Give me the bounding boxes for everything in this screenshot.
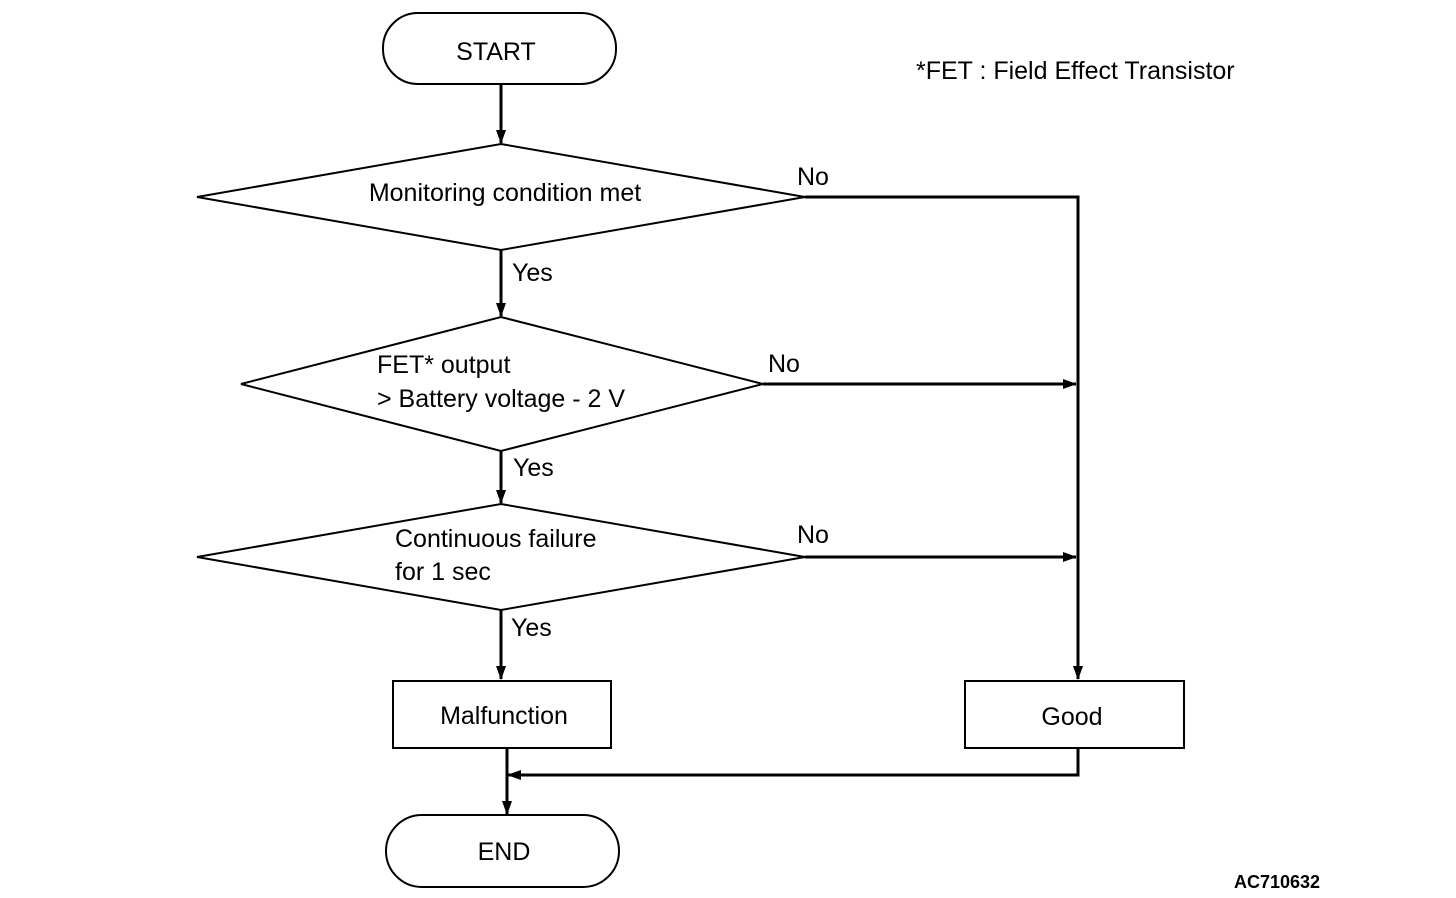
start-terminal: START	[382, 12, 617, 85]
label-continuous-no: No	[797, 521, 829, 549]
label-continuous-yes: Yes	[511, 614, 552, 642]
good-box: Good	[964, 680, 1185, 749]
malfunction-label: Malfunction	[440, 702, 568, 730]
footnote-text: *FET : Field Effect Transistor	[916, 57, 1235, 85]
label-fet-no: No	[768, 350, 800, 378]
decision-monitoring-condition: Monitoring condition met	[196, 142, 806, 252]
decision-continuous-label: Continuous failure for 1 sec	[395, 525, 603, 586]
start-label: START	[456, 38, 536, 66]
connector-monitoring-no-to-good	[805, 195, 1083, 680]
end-terminal: END	[385, 814, 620, 888]
decision-fet-label: FET* output > Battery voltage - 2 V	[377, 351, 625, 413]
decision-continuous-failure: Continuous failure for 1 sec	[196, 502, 806, 612]
good-label: Good	[1041, 703, 1102, 731]
figure-code: AC710632	[1234, 872, 1320, 892]
connector-good-to-merge	[507, 748, 1080, 780]
decision-fet-output: FET* output > Battery voltage - 2 V	[240, 315, 764, 453]
label-fet-yes: Yes	[513, 454, 554, 482]
decision-monitoring-label: Monitoring condition met	[369, 179, 641, 207]
label-monitoring-no: No	[797, 163, 829, 191]
label-monitoring-yes: Yes	[512, 259, 553, 287]
malfunction-box: Malfunction	[392, 680, 612, 749]
end-label: END	[478, 838, 531, 866]
